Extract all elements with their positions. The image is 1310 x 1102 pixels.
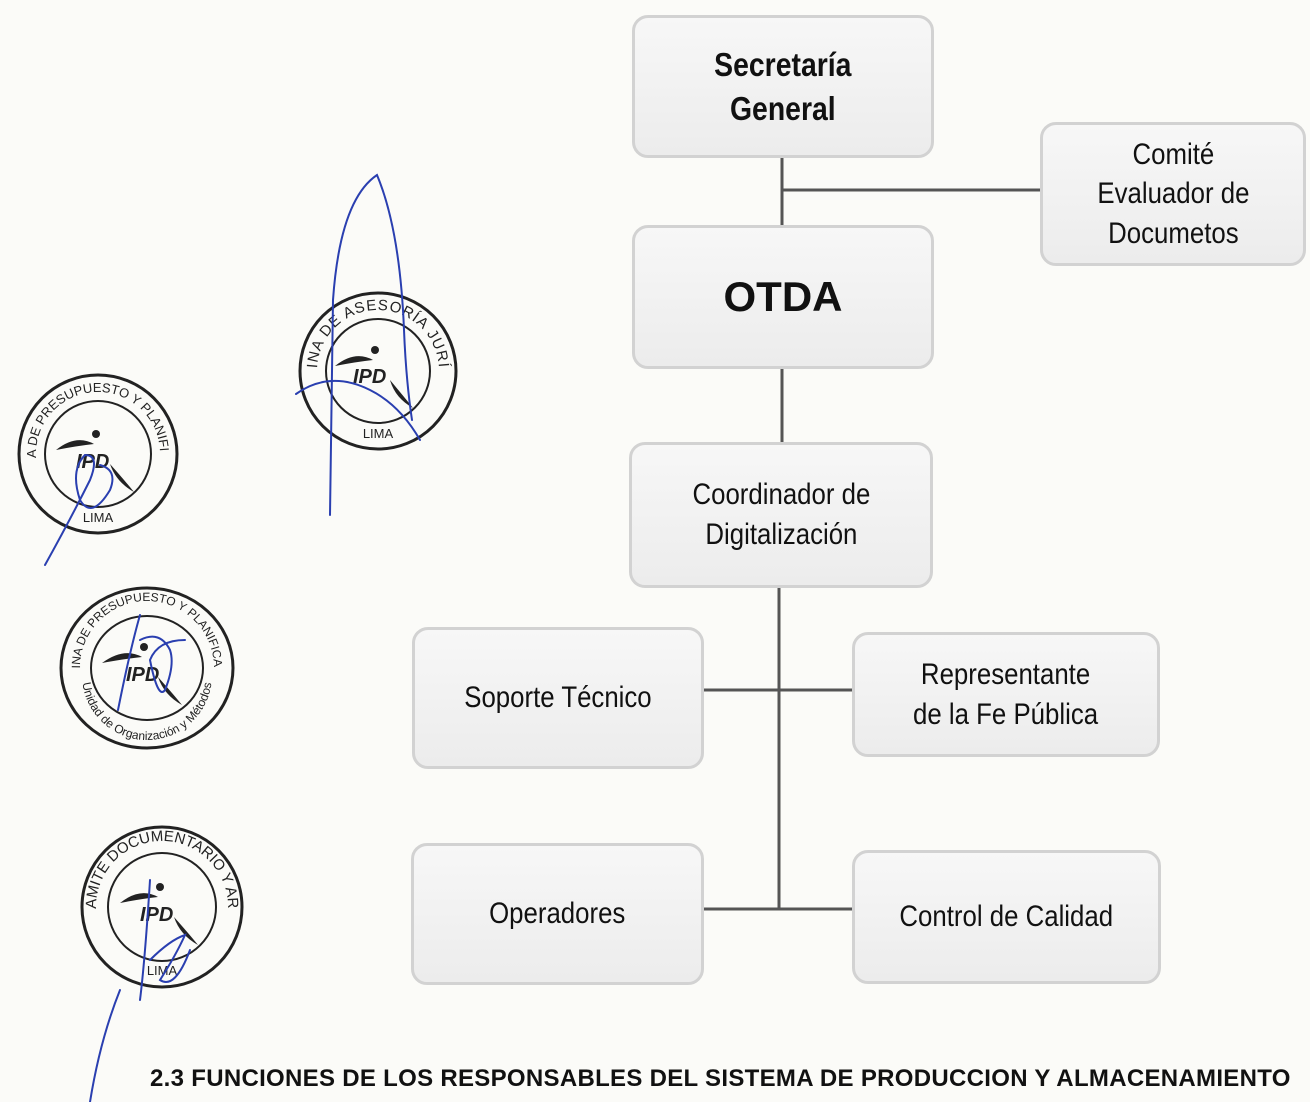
secretaria-line1: Secretaría: [714, 45, 852, 83]
coordinador-line2: Digitalización: [704, 518, 858, 551]
signature-tramite: [89, 879, 191, 1102]
operadores-box: Operadores: [411, 843, 704, 985]
stamp-presupuesto-planificacion: OFICINA DE PRESUPUESTO Y PLANIFICACIÓN I…: [14, 370, 179, 535]
signature-presupuesto: [44, 453, 114, 566]
soporte-tecnico-box: Soporte Técnico: [412, 627, 704, 769]
tramite-bottom-text: LIMA: [147, 963, 178, 978]
secretaria-line2: General: [730, 89, 836, 127]
asesoria-bottom-text: LIMA: [363, 426, 394, 441]
stamp-organizacion-metodos: OFICINA DE PRESUPUESTO Y PLANIFICACIÓN U…: [56, 583, 235, 750]
control-label: Control de Calidad: [899, 900, 1114, 934]
stamp-tramite-documentario: OF. TRAMITE DOCUMENTARIO Y ARCHIVO IPD L…: [76, 823, 244, 989]
coordinador-line1: Coordinador de: [692, 478, 870, 512]
comite-line3: Documetos: [1107, 216, 1239, 250]
control-calidad-box: Control de Calidad: [852, 850, 1161, 984]
operadores-label: Operadores: [489, 897, 626, 931]
representante-box: Representante de la Fe Pública: [852, 632, 1160, 757]
signature-asesoria: [295, 173, 421, 516]
secretaria-general-box: Secretaría General: [632, 15, 934, 158]
representante-line2: de la Fe Pública: [913, 697, 1099, 731]
comite-line2: Evaluador de: [1096, 177, 1250, 211]
section-heading: 2.3 FUNCIONES DE LOS RESPONSABLES DEL SI…: [150, 1065, 1291, 1092]
presupuesto-bottom-text: LIMA: [83, 510, 114, 525]
otda-box: OTDA: [632, 225, 934, 369]
organizacion-center-text: IPD: [126, 664, 159, 686]
signature-organizacion: [117, 614, 186, 711]
stamp-asesoria-juridica: OFICINA DE ASESORÍA JURÍDICA IPD LIMA: [295, 288, 458, 451]
comite-line1: Comité: [1132, 137, 1214, 171]
comite-evaluador-box: Comité Evaluador de Documetos: [1040, 122, 1306, 266]
otda-label: OTDA: [723, 273, 843, 321]
coordinador-box: Coordinador de Digitalización: [629, 442, 933, 588]
asesoria-center-text: IPD: [353, 366, 386, 388]
soporte-label: Soporte Técnico: [464, 681, 652, 715]
representante-line1: Representante: [921, 657, 1091, 691]
